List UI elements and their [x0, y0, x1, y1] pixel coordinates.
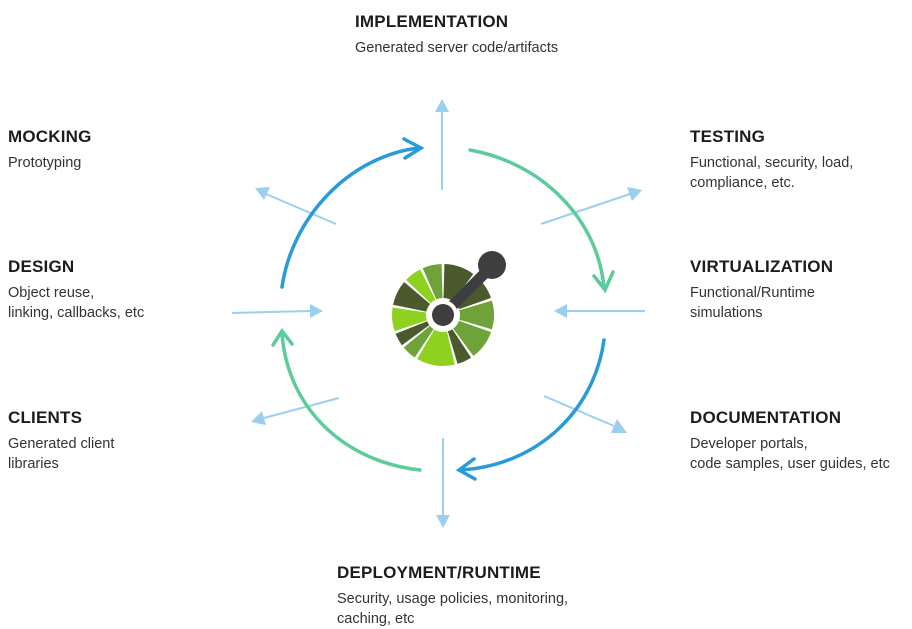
- stage-documentation: DOCUMENTATION Developer portals, code sa…: [690, 408, 890, 474]
- arc-implementation-to-virtualization: [468, 148, 615, 294]
- arrow-to-testing: [540, 187, 642, 225]
- stage-virtualization-desc: Functional/Runtime simulations: [690, 285, 815, 321]
- logo-segment: [422, 264, 443, 300]
- logo-knob: [478, 251, 506, 279]
- stage-clients-title: CLIENTS: [8, 408, 83, 427]
- stage-design: DESIGN Object reuse, linking, callbacks,…: [8, 257, 144, 323]
- stage-virtualization: VIRTUALIZATION Functional/Runtime simula…: [690, 257, 833, 323]
- stage-design-title: DESIGN: [8, 257, 75, 276]
- arrow-to-mocking: [255, 187, 337, 225]
- logo-segment: [395, 321, 430, 346]
- stage-testing: TESTING Functional, security, load, comp…: [690, 127, 853, 193]
- stage-deployment-title: DEPLOYMENT/RUNTIME: [337, 563, 541, 582]
- stage-documentation-title: DOCUMENTATION: [690, 408, 842, 427]
- logo-segment: [443, 264, 474, 302]
- radial-arrows: [231, 99, 645, 528]
- stage-documentation-desc: Developer portals, code samples, user gu…: [690, 436, 890, 472]
- stage-virtualization-title: VIRTUALIZATION: [690, 257, 834, 276]
- stage-mocking: MOCKING Prototyping: [8, 127, 92, 173]
- stage-clients: CLIENTS Generated client libraries: [8, 408, 114, 474]
- cycle-arcs: [271, 137, 615, 481]
- logo-segment: [392, 307, 427, 332]
- stage-mocking-title: MOCKING: [8, 127, 92, 146]
- arrow-to-documentation: [543, 395, 627, 433]
- arrow-from-design: [231, 304, 323, 318]
- openapi-logo: [392, 251, 506, 366]
- stage-testing-desc: Functional, security, load, compliance, …: [690, 155, 854, 191]
- stage-deployment: DEPLOYMENT/RUNTIME Security, usage polic…: [337, 563, 568, 629]
- stage-deployment-desc: Security, usage policies, monitoring, ca…: [337, 591, 569, 627]
- arc-deployment-to-design: [271, 327, 422, 472]
- logo-segment: [406, 269, 436, 304]
- logo-segment: [459, 300, 494, 330]
- logo-segment: [447, 329, 472, 364]
- arrow-to-implementation: [435, 99, 449, 190]
- stage-clients-desc: Generated client libraries: [8, 436, 115, 472]
- logo-segment: [403, 325, 434, 358]
- arrow-from-virtualization: [554, 304, 645, 318]
- logo-hub: [432, 304, 454, 326]
- stage-testing-title: TESTING: [690, 127, 766, 146]
- stage-implementation: IMPLEMENTATION Generated server code/art…: [355, 12, 558, 58]
- stage-implementation-title: IMPLEMENTATION: [355, 12, 509, 31]
- stage-implementation-desc: Generated server code/artifacts: [355, 40, 559, 56]
- arc-design-to-implementation: [280, 137, 425, 289]
- arrow-to-deployment: [436, 438, 450, 528]
- stage-design-desc: Object reuse, linking, callbacks, etc: [8, 285, 145, 321]
- arc-virtualization-to-deployment: [455, 338, 606, 481]
- logo-segment: [417, 329, 455, 366]
- arrow-to-clients: [251, 397, 340, 425]
- logo-segment: [393, 281, 431, 312]
- logo-segment: [453, 320, 492, 356]
- stage-mocking-desc: Prototyping: [8, 155, 82, 171]
